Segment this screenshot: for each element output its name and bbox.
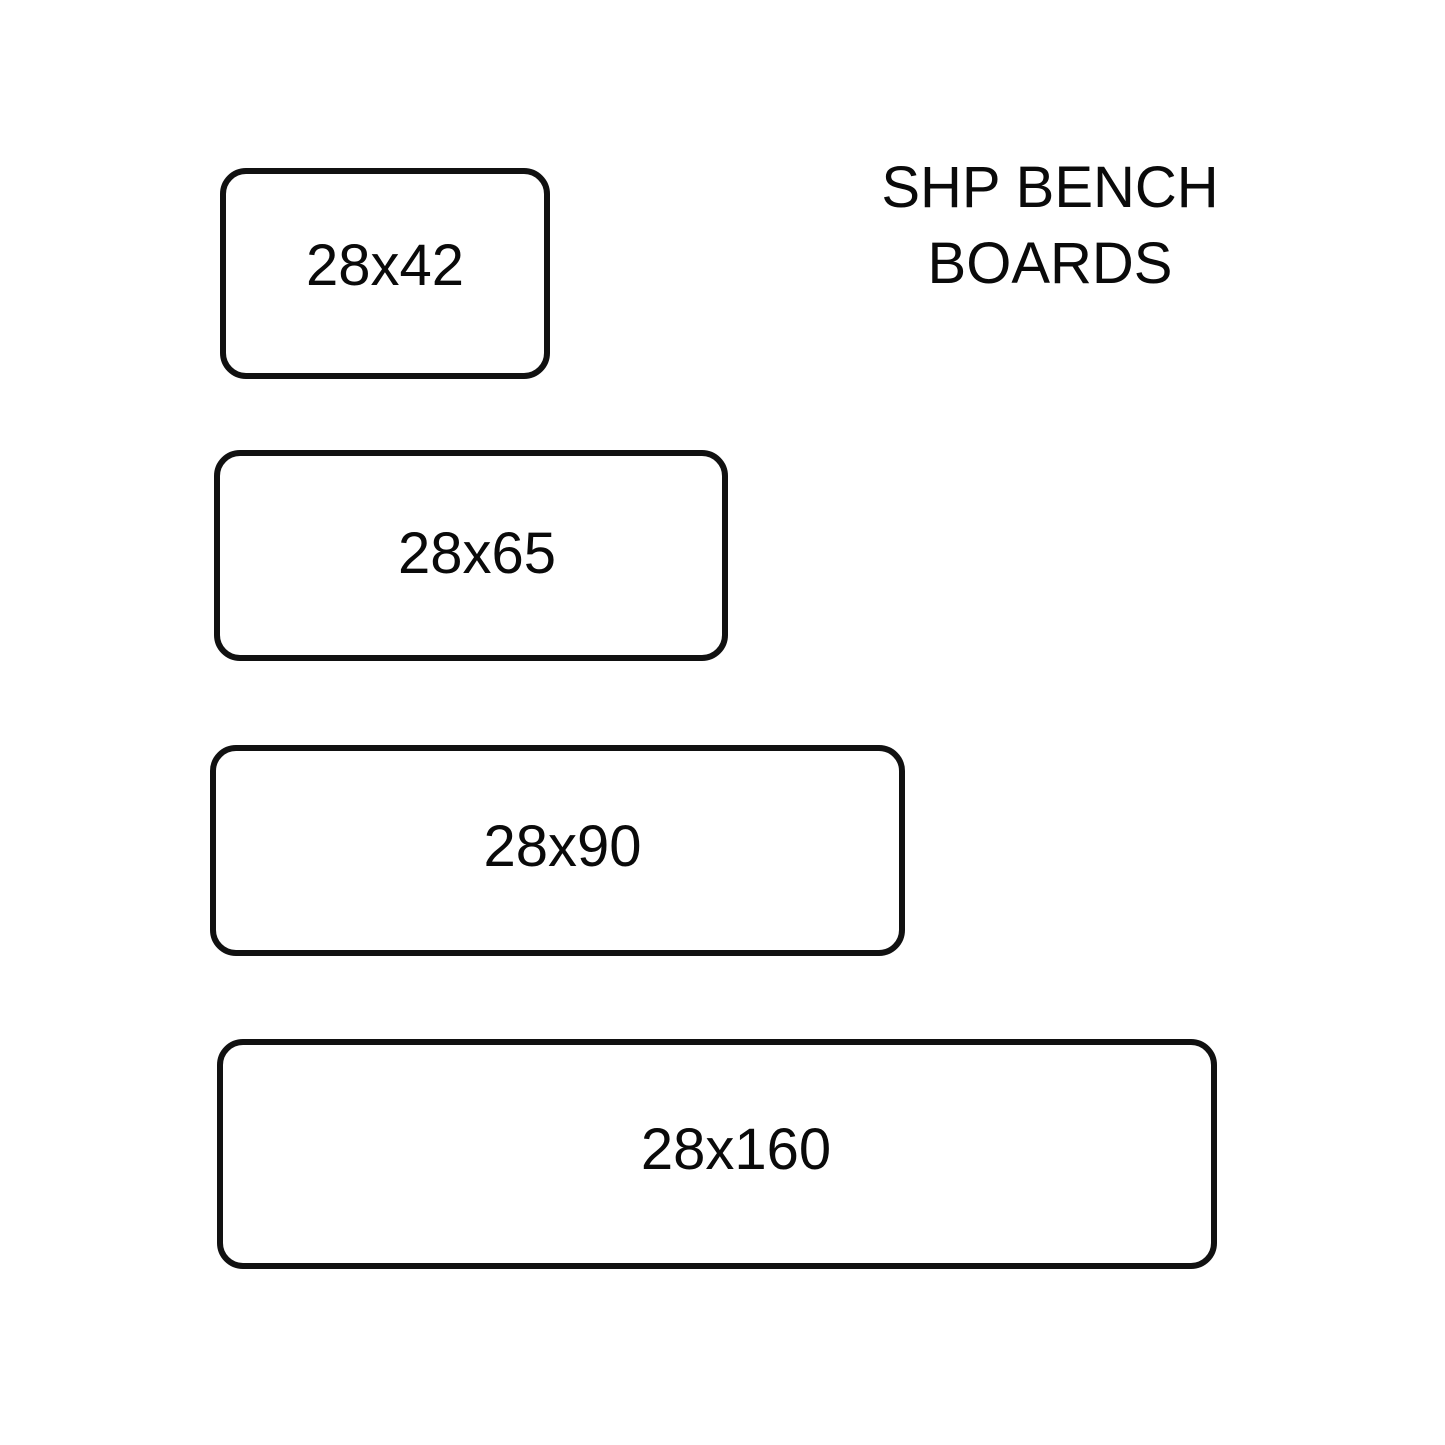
board-label-2: 28x65 <box>397 520 557 586</box>
title-line-2: BOARDS <box>927 231 1173 296</box>
board-shape-4[interactable]: 28x160 <box>217 1039 1217 1269</box>
board-shape-2[interactable]: 28x65 <box>214 450 728 661</box>
board-label-4: 28x160 <box>640 1117 832 1182</box>
board-shape-3[interactable]: 28x90 <box>210 745 905 956</box>
diagram-title: SHP BENCH BOARDS <box>830 150 1270 302</box>
board-label-1: 28x42 <box>305 232 465 298</box>
board-label-3: 28x90 <box>483 813 642 879</box>
title-line-1: SHP BENCH <box>881 155 1219 220</box>
board-shape-1[interactable]: 28x42 <box>220 168 550 379</box>
